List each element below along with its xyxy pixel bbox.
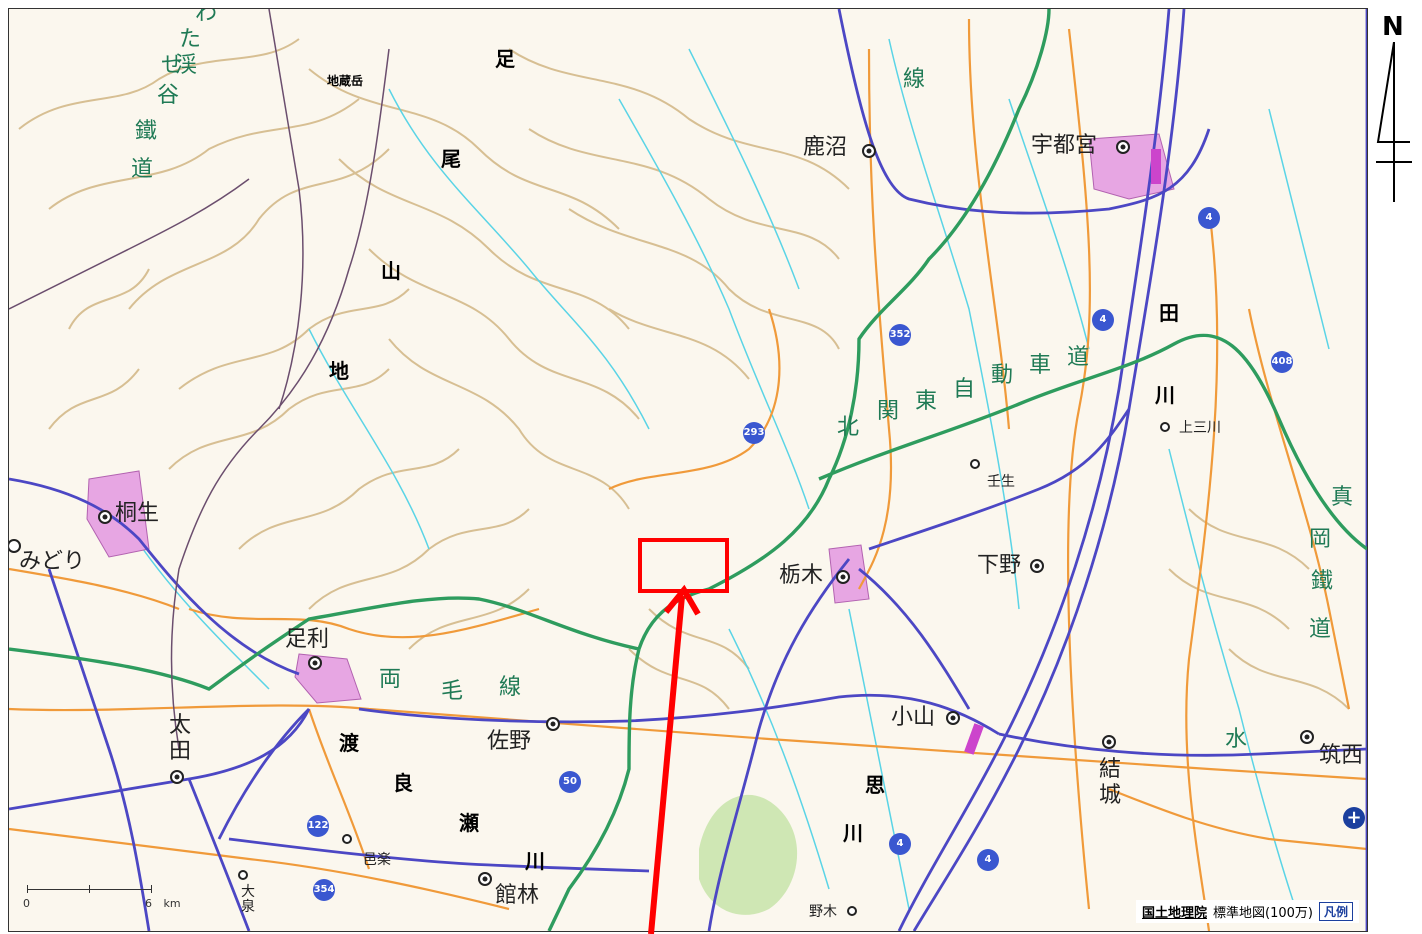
north-arrow-icon	[1376, 42, 1412, 202]
boundary-lines	[9, 9, 390, 750]
map-canvas	[9, 9, 1367, 931]
place-ashikaga: 足利	[285, 627, 330, 652]
map-attribution: 国土地理院 標準地図(100万) 凡例	[1136, 900, 1359, 923]
route-shield: 352	[889, 324, 911, 346]
place-kaminokawa: 上三川	[1179, 420, 1221, 436]
place-kiryu: 桐生	[115, 501, 160, 526]
label-watarase-rail-5: 谷	[157, 83, 180, 108]
label-watarase-rail-4: 渓	[175, 53, 198, 78]
place-shimotsuke: 下野	[977, 553, 1022, 578]
zoom-in-button[interactable]: +	[1343, 807, 1365, 829]
place-oyama: 小山	[891, 705, 936, 730]
gsi-link[interactable]: 国土地理院	[1142, 906, 1208, 921]
label-ashio-3: 山	[381, 259, 401, 283]
route-shield: 408	[1271, 351, 1293, 373]
legend-button[interactable]: 凡例	[1318, 902, 1353, 921]
label-watarase-rail-7: 道	[131, 157, 154, 182]
route-shield: 122	[307, 815, 329, 837]
place-chikusei: 筑西	[1319, 743, 1364, 768]
contour-lines	[18, 38, 1350, 710]
label-omoi-2: 川	[843, 821, 863, 845]
label-expressway-4: 自	[953, 377, 976, 402]
scale-bar: 0 6 km	[23, 885, 193, 913]
place-oura: 邑楽	[363, 852, 391, 868]
label-moka-4: 道	[1309, 617, 1332, 642]
label-watarase-4: 川	[525, 849, 545, 873]
route-shield: 4	[889, 833, 911, 855]
place-nogi: 野木	[809, 904, 837, 920]
route-shield: 354	[313, 879, 335, 901]
label-watarase-1: 渡	[339, 731, 359, 755]
label-moka-3: 鐵	[1311, 569, 1334, 594]
rail-lines	[9, 9, 1367, 931]
blue-roads	[9, 9, 1367, 931]
map-name: 標準地図(100万)	[1213, 906, 1313, 921]
label-mizu: 水	[1225, 727, 1248, 752]
label-expressway-6: 車	[1029, 353, 1052, 378]
north-letter: N	[1382, 12, 1404, 42]
route-shield: 4	[977, 849, 999, 871]
label-ashio-2: 尾	[441, 147, 461, 171]
place-mibu: 壬生	[987, 474, 1015, 490]
label-watarase-rail-6: 鐵	[135, 119, 158, 144]
map-view[interactable]: 352 293 408 4 4 4 4 50 122 354 宇都宮 鹿沼 桐生…	[8, 8, 1368, 932]
scale-start: 0	[23, 897, 30, 910]
label-expressway-7: 道	[1067, 345, 1090, 370]
label-watarase-rail-1: わ	[195, 8, 218, 26]
north-arrow: N	[1372, 12, 1418, 202]
label-expressway-2: 関	[877, 399, 900, 424]
label-expressway-3: 東	[915, 389, 938, 414]
route-shield: 4	[1198, 207, 1220, 229]
label-ryomo-2: 毛	[441, 679, 464, 704]
label-ashio-1: 足	[495, 47, 515, 71]
place-oizumi: 大 泉	[241, 884, 255, 916]
place-yuki: 結 城	[1099, 757, 1122, 809]
place-sano: 佐野	[487, 729, 532, 754]
label-moka-1: 真	[1331, 485, 1354, 510]
route-shield: 293	[743, 422, 765, 444]
label-expressway-1: 北	[837, 415, 860, 440]
label-watarase-3: 瀬	[459, 811, 479, 835]
scale-end: 6 km	[145, 897, 181, 910]
place-tatebayashi: 館林	[495, 883, 540, 908]
place-midori: みどり	[19, 549, 86, 574]
label-tagawa-2: 川	[1155, 383, 1175, 407]
label-omoi-1: 思	[865, 773, 885, 797]
label-expressway-5: 動	[991, 363, 1014, 388]
route-shield: 50	[559, 771, 581, 793]
label-tagawa-1: 田	[1159, 301, 1179, 325]
park-area	[699, 794, 798, 915]
shinkansen-stations	[964, 149, 1161, 755]
place-utsunomiya: 宇都宮	[1031, 133, 1098, 158]
label-watarase-2: 良	[393, 771, 413, 795]
highlight-box	[638, 538, 729, 593]
label-watarase-rail-2: た	[179, 27, 202, 52]
label-jizo-peak: 地蔵岳	[327, 74, 364, 88]
label-moka-2: 岡	[1309, 527, 1332, 552]
place-ota: 太 田	[169, 713, 192, 765]
place-kanuma: 鹿沼	[803, 135, 848, 160]
label-ryomo-1: 両	[379, 667, 402, 692]
label-watarase-rail-3: せ	[161, 53, 184, 78]
place-tochigi: 栃木	[779, 563, 824, 588]
route-shield: 4	[1092, 309, 1114, 331]
label-nikko-line: 線	[903, 67, 926, 92]
orange-roads	[9, 18, 1367, 931]
label-ashio-4: 地	[329, 359, 349, 383]
label-ryomo-3: 線	[499, 675, 522, 700]
